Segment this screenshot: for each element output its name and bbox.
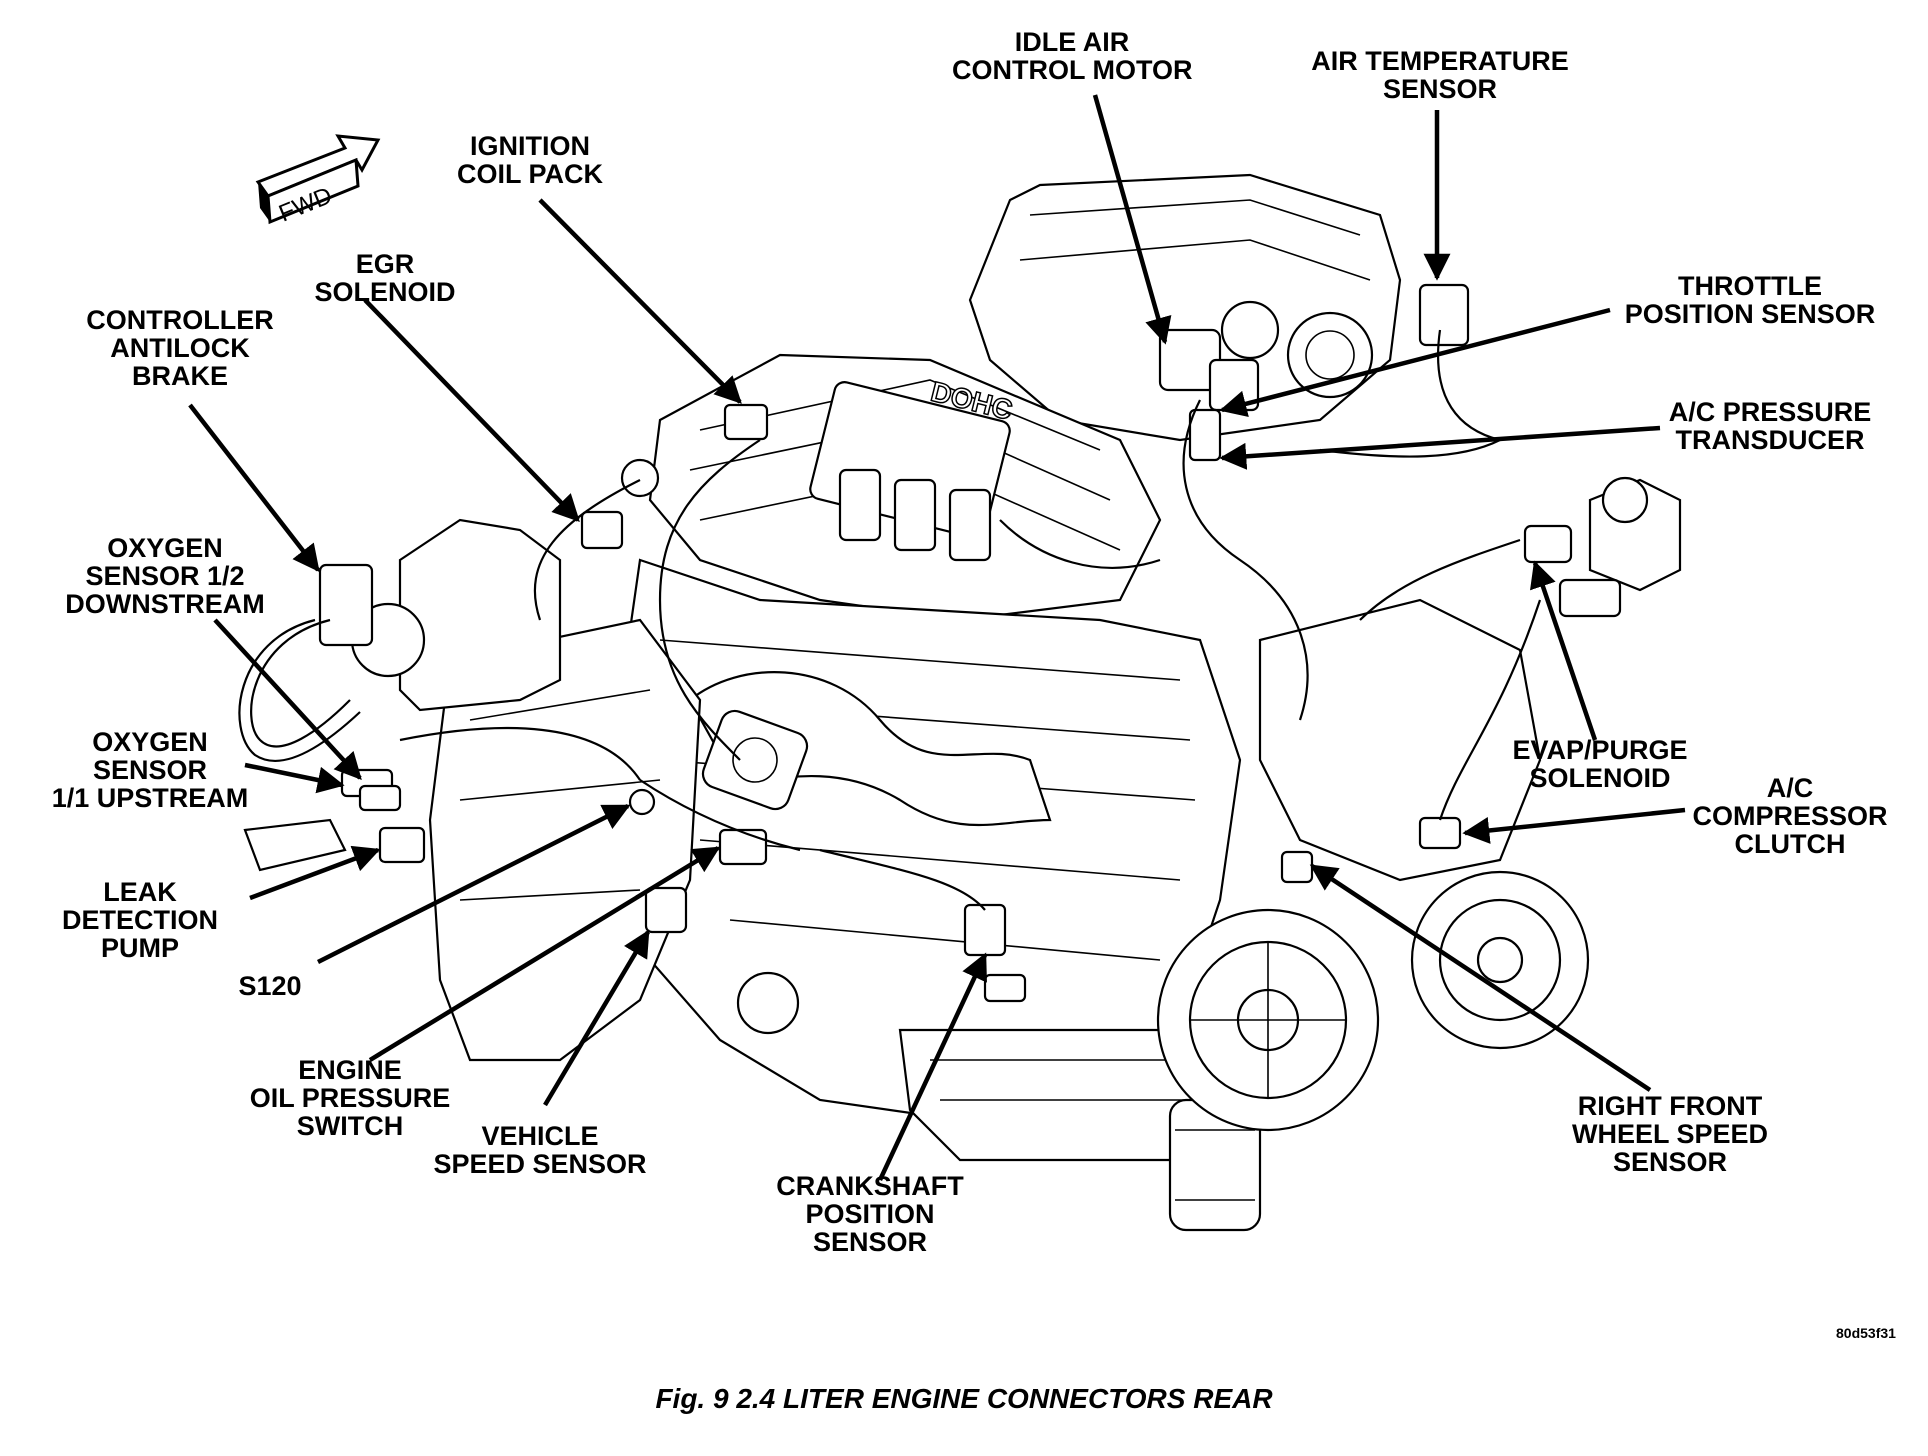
leader-s120 [316,803,631,965]
leader-egr-solenoid [363,298,580,522]
leader-idle-air-control-motor [1092,94,1172,345]
leader-ac-pressure-transducer [1219,425,1661,470]
leader-throttle-position-sensor [1219,307,1611,418]
leader-evap-purge-solenoid [1530,560,1598,741]
leader-controller-antilock-brake [188,403,320,573]
leader-engine-oil-pressure-switch [368,846,721,1062]
fwd-arrow-icon: FWD [255,134,381,228]
leader-crankshaft-position-sensor [877,952,988,1181]
engine-body: DOHC [238,173,1682,1232]
figure-caption: Fig. 9 2.4 LITER ENGINE CONNECTORS REAR [655,1383,1273,1414]
leader-vehicle-speed-sensor [543,929,650,1107]
leader-lines [188,94,1686,1181]
leader-leak-detection-pump [249,845,381,901]
leader-ignition-coil-pack [538,198,742,404]
label-s120: S120 [238,971,302,1001]
leader-oxygen-sensor-11-upstream [244,762,345,794]
figure-ref-code: 80d53f31 [1836,1325,1896,1341]
leader-oxygen-sensor-12-downstream [213,618,362,780]
leader-ac-compressor-clutch [1462,807,1686,844]
leader-right-front-wheel-speed-sensor [1309,864,1652,1092]
